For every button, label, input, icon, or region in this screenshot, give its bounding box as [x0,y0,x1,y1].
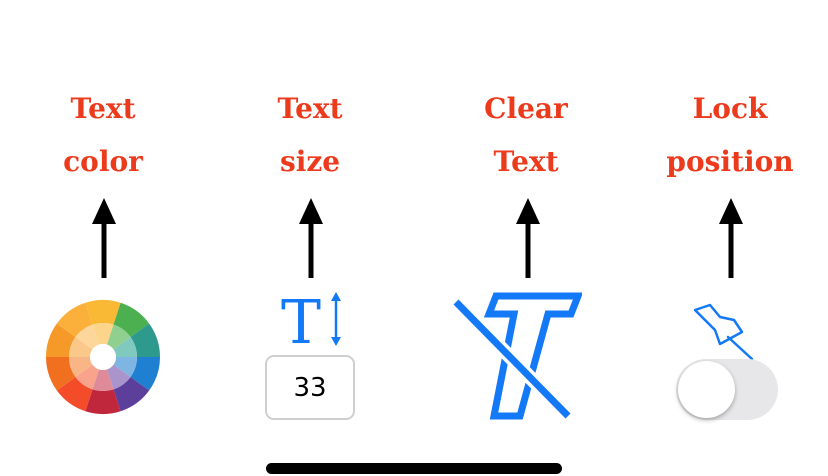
label-lock-position-line1: Lock [692,92,768,125]
text-size-value: 33 [293,372,327,403]
clear-text-icon[interactable] [450,292,582,422]
arrow-up-icon [719,198,743,278]
svg-text:T: T [281,290,321,350]
label-text-size-line2: size [279,145,341,178]
arrow-up-icon [92,198,116,278]
lock-position-toggle[interactable] [676,359,778,420]
text-size-field[interactable]: 33 [265,355,355,420]
label-text-size: Text size [230,82,390,188]
color-wheel-icon[interactable] [44,298,162,416]
toggle-knob[interactable] [678,361,735,418]
label-text-color: Text color [23,82,183,188]
label-text-color-line1: Text [70,92,136,125]
label-lock-position-line2: position [666,145,794,178]
text-size-icon[interactable]: T [281,290,347,350]
arrow-up-icon [516,198,540,278]
home-indicator[interactable] [266,463,562,474]
label-text-color-line2: color [63,145,143,178]
arrow-up-icon [299,198,323,278]
label-clear-text-line1: Clear [484,92,568,125]
label-clear-text: Clear Text [446,82,606,188]
label-lock-position: Lock position [650,82,810,188]
label-text-size-line1: Text [277,92,343,125]
label-clear-text-line2: Text [493,145,559,178]
pushpin-icon[interactable] [690,303,760,361]
